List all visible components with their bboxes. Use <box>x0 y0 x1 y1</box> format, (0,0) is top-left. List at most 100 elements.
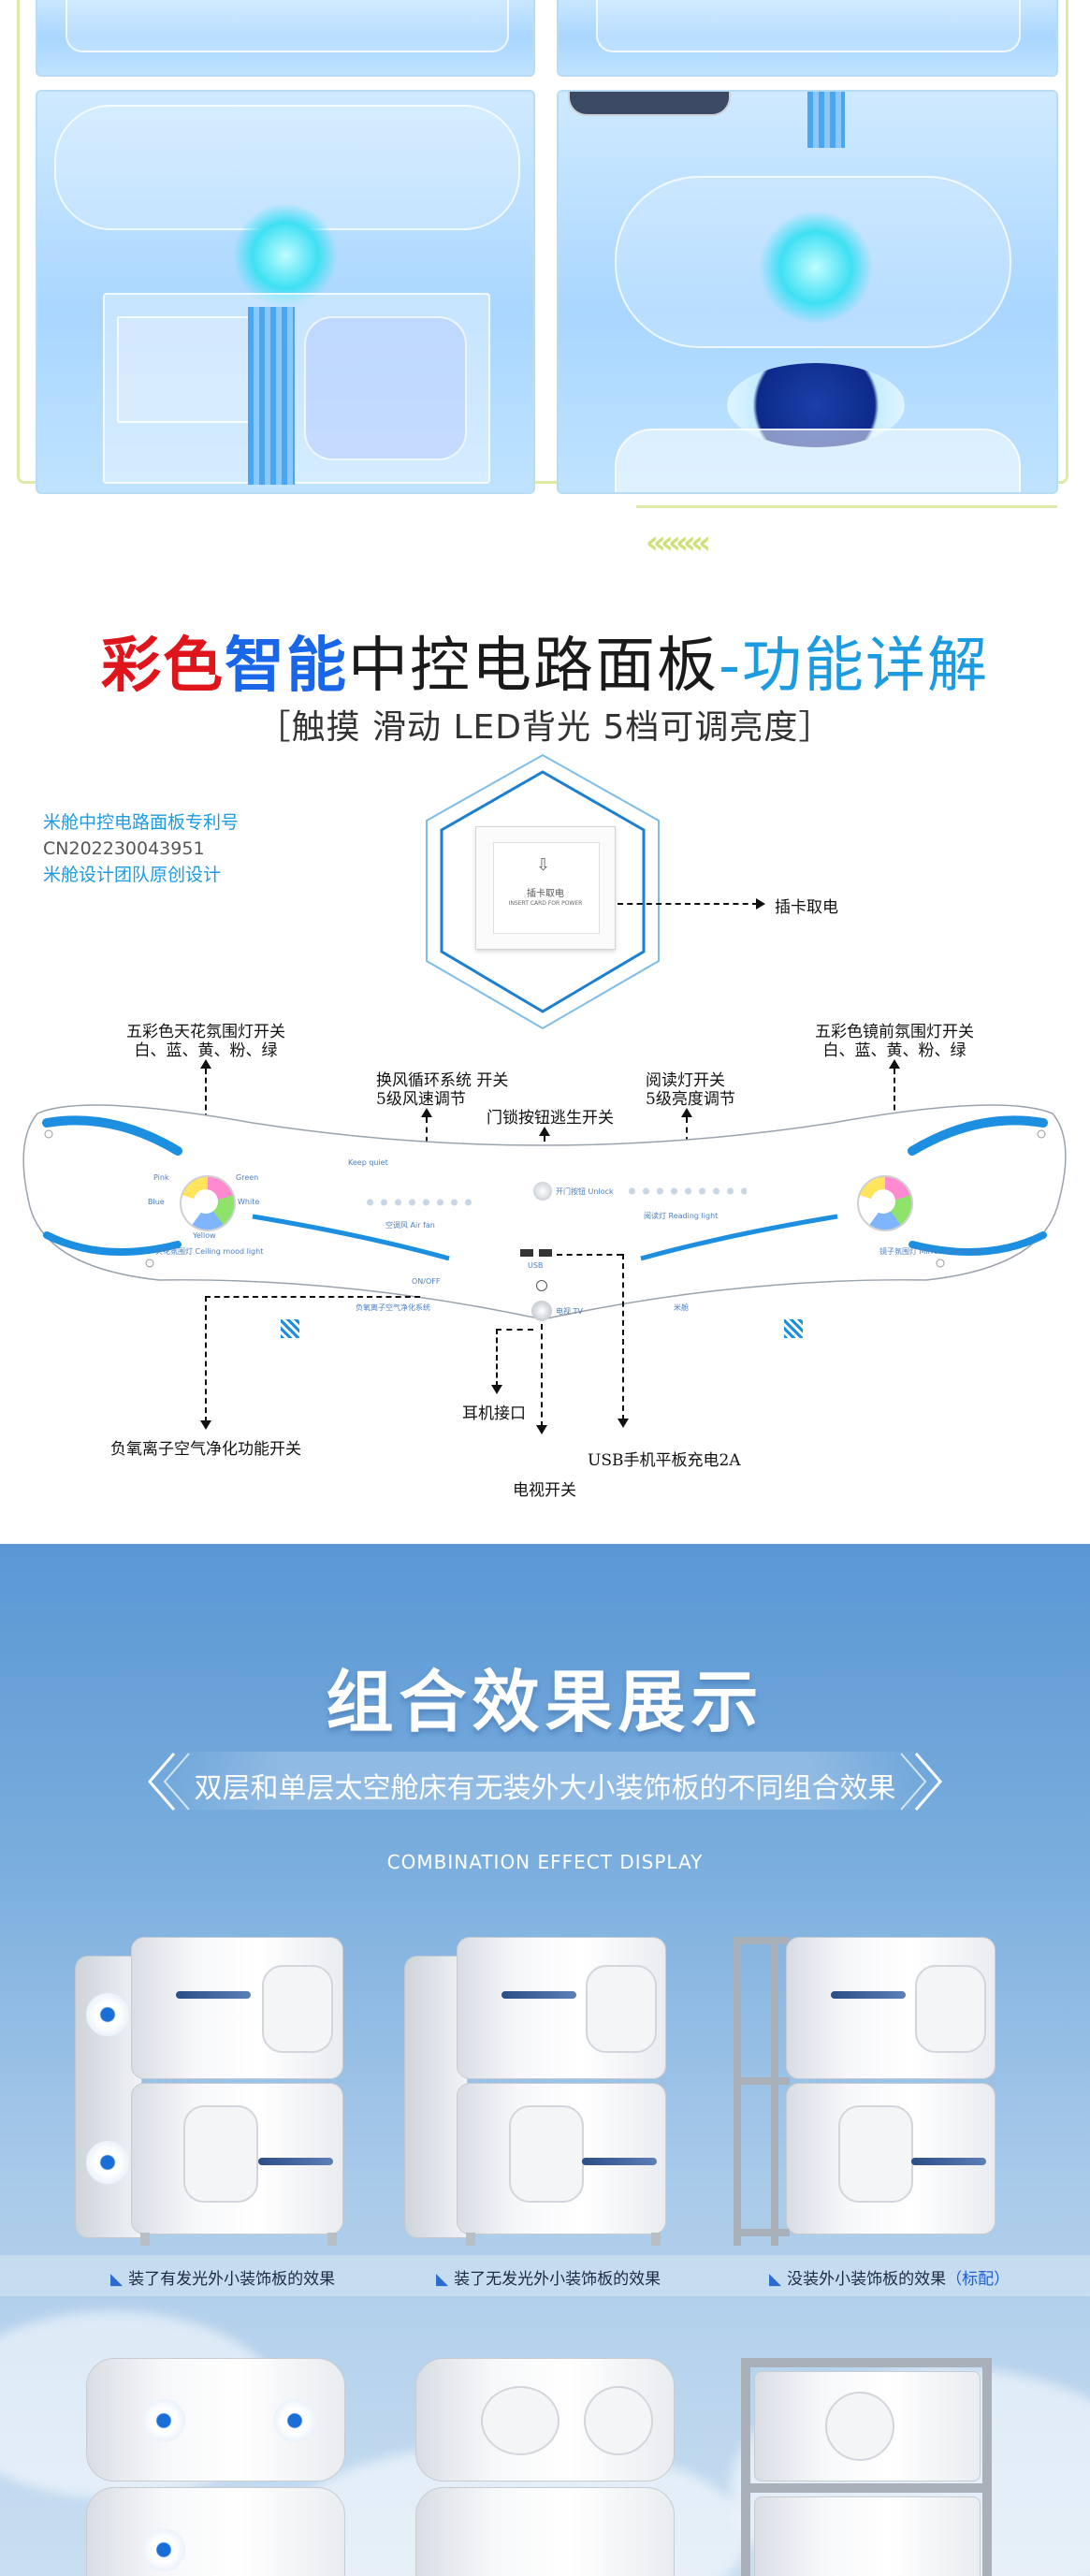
combo-banner <box>168 1752 922 1810</box>
logo-icon <box>142 2399 185 2442</box>
fan-speed-slider[interactable] <box>363 1198 475 1207</box>
arrow-down-icon: ⇩ <box>536 855 551 875</box>
arrow-head <box>491 1385 502 1394</box>
combo-english: COMBINATION EFFECT DISPLAY <box>386 1851 704 1873</box>
arrow-head <box>539 1127 550 1136</box>
arrow-head <box>681 1108 692 1117</box>
combination-section: 组合效果展示 双层和单层太空舱床有无装外大小装饰板的不同组合效果 COMBINA… <box>0 1544 1090 2576</box>
color-label-white: White <box>238 1198 260 1206</box>
card-power-switch: ⇩ 插卡取电 INSERT CARD FOR POWER <box>475 826 616 950</box>
decorative-frame <box>17 0 1068 484</box>
arrow-line <box>557 1254 622 1256</box>
door-lock-text: 开门按钮 Unlock <box>556 1187 614 1196</box>
logo-icon <box>273 2399 316 2442</box>
interior-photo-top-right <box>557 0 1058 77</box>
ceiling-mood-text: 天花氛围灯 Ceiling mood light <box>155 1247 264 1256</box>
interior-photo-ceiling <box>36 90 535 494</box>
earphone-jack-icon <box>536 1280 547 1291</box>
usb-port-icon <box>539 1249 552 1257</box>
card-slot-hexagon <box>426 753 660 1030</box>
capsule-no-panel <box>734 1937 1005 2246</box>
ceiling-color-wheel[interactable] <box>180 1175 236 1231</box>
capsule-luminous-panel <box>75 1937 360 2246</box>
panel-title: 彩色智能中控电路面板-功能详解 <box>0 618 1090 704</box>
brand-left-text: 负氧离子空气净化系统 <box>356 1303 430 1312</box>
air-fan-text: 空调风 Air fan <box>385 1221 435 1230</box>
card-slot-english: INSERT CARD FOR POWER <box>508 900 583 907</box>
caption-plain: ◣装了无发光外小装饰板的效果 <box>436 2270 661 2289</box>
interior-photo-control-panel <box>557 90 1058 494</box>
usb-text: USB <box>528 1261 544 1270</box>
tv-text: 电视 TV <box>556 1307 583 1316</box>
control-panel-section: 彩色智能中控电路面板-功能详解 ［触摸 滑动 LED背光 5档可调亮度］ 米舱中… <box>0 580 1090 1544</box>
chevron-right-icon <box>900 1753 942 1811</box>
label-reading: 阅读灯开关 <box>646 1071 725 1090</box>
patent-team: 米舱设计团队原创设计 <box>43 865 222 885</box>
combo-title: 组合效果展示 <box>326 1663 764 1741</box>
arrow-line <box>496 1329 533 1331</box>
reading-brightness-slider[interactable] <box>625 1186 747 1196</box>
patent-number: CN202230043951 <box>43 838 205 859</box>
title-part-smart: 智能 <box>224 632 348 701</box>
brand-right-text: 米舱 <box>674 1303 689 1312</box>
label-reading-brightness: 5级亮度调节 <box>646 1090 735 1109</box>
label-fan: 换风循环系统 开关 <box>376 1071 509 1090</box>
caption-luminous: ◣装了有发光外小装饰板的效果 <box>110 2270 336 2289</box>
mirror-mood-text: 镜子氛围灯 Mirror mood light <box>879 1247 984 1256</box>
color-label-pink: Pink <box>153 1173 169 1182</box>
logo-icon <box>86 1993 129 2036</box>
single-capsule-2 <box>415 2358 675 2576</box>
interior-photo-section: ‹‹‹‹‹‹‹‹ <box>0 0 1090 580</box>
label-usb: USB手机平板充电2A <box>588 1451 741 1470</box>
door-lock-button[interactable] <box>533 1182 552 1201</box>
control-panel-outline <box>22 1104 1067 1319</box>
caption-none: ◣没装外小装饰板的效果（标配） <box>769 2270 1010 2289</box>
title-part-panel: 中控电路面板 <box>347 632 719 701</box>
label-ceiling-colors: 白、蓝、黄、粉、绿 <box>134 1041 278 1060</box>
caption-note: （标配） <box>946 2270 1010 2289</box>
arrow-head <box>756 898 765 910</box>
panel-subtitle: ［触摸 滑动 LED背光 5档可调亮度］ <box>256 708 834 747</box>
color-label-yellow: Yellow <box>193 1231 216 1240</box>
arrow-head <box>200 1059 211 1069</box>
qr-code-icon <box>281 1319 299 1338</box>
label-mirror-colors: 白、蓝、黄、粉、绿 <box>822 1041 966 1060</box>
label-card-power: 插卡取电 <box>775 898 838 917</box>
combo-subtitle: 双层和单层太空舱床有无装外大小装饰板的不同组合效果 <box>194 1772 896 1805</box>
logo-icon <box>142 2528 185 2571</box>
qr-code-icon <box>784 1319 803 1338</box>
arrow-line <box>205 1296 207 1422</box>
arrow-line <box>622 1254 624 1420</box>
arrow-head <box>618 1419 629 1428</box>
capsule-plain-panel <box>404 1937 685 2246</box>
tv-button[interactable] <box>531 1301 552 1321</box>
arrow-head <box>421 1108 432 1117</box>
single-capsule-frame <box>741 2358 992 2576</box>
title-part-colorful: 彩色 <box>100 632 225 701</box>
color-label-blue: Blue <box>148 1198 165 1206</box>
caption-text: 没装外小装饰板的效果 <box>787 2270 947 2289</box>
logo-icon <box>86 2141 129 2184</box>
title-part-explain: -功能详解 <box>718 632 990 701</box>
caption-text: 装了无发光外小装饰板的效果 <box>454 2270 661 2289</box>
arrow-line <box>541 1324 543 1427</box>
patent-label: 米舱中控电路面板专利号 <box>43 812 240 833</box>
label-mirror-light: 五彩色镜前氛围灯开关 <box>815 1023 974 1041</box>
label-ceiling-light: 五彩色天花氛围灯开关 <box>126 1023 285 1041</box>
caption-text: 装了有发光外小装饰板的效果 <box>128 2270 336 2289</box>
usb-port-icon <box>520 1249 533 1257</box>
arrow-line <box>205 1296 420 1298</box>
label-fan-speed: 5级风速调节 <box>376 1090 466 1109</box>
chevron-decor-icon: ‹‹‹‹‹‹‹‹ <box>646 524 711 561</box>
chevron-left-icon <box>148 1753 190 1811</box>
decorative-line <box>636 505 1057 508</box>
reading-light-text: 阅读灯 Reading light <box>644 1212 719 1220</box>
single-capsule-1 <box>86 2358 345 2576</box>
card-slot-text: 插卡取电 <box>527 889 564 899</box>
arrow-head <box>200 1420 211 1430</box>
label-earphone: 耳机接口 <box>462 1404 526 1423</box>
arrow-head <box>536 1425 547 1434</box>
interior-photo-top-left <box>36 0 535 77</box>
arrow-head <box>889 1059 900 1069</box>
mirror-color-wheel[interactable] <box>857 1175 913 1231</box>
